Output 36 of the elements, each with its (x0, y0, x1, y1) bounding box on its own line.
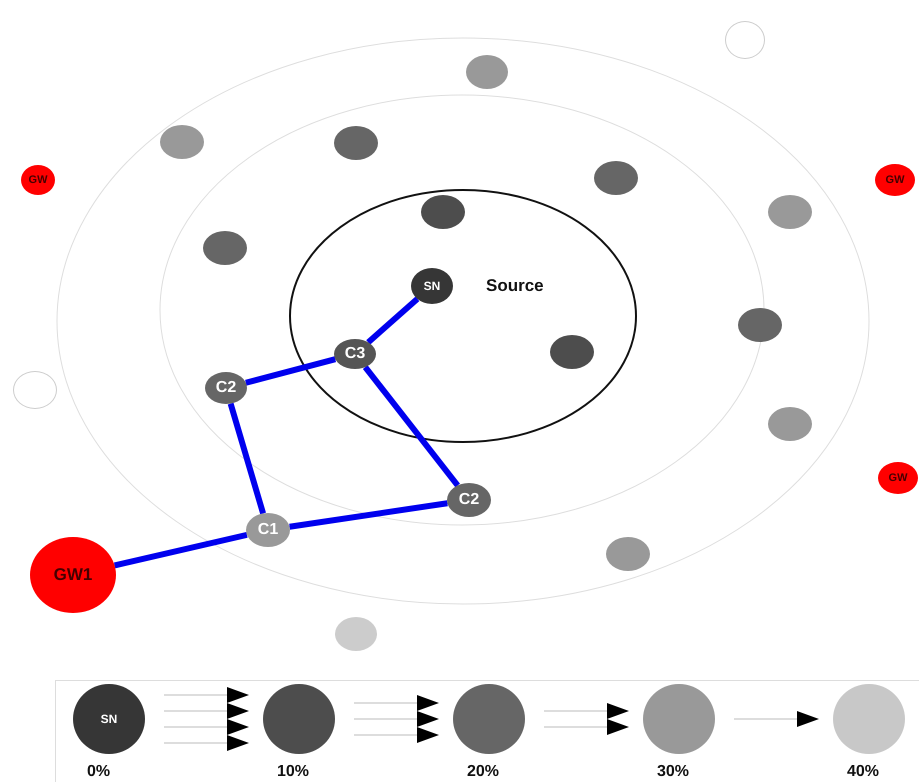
sensor-node-circle (768, 195, 812, 229)
sensor-node-circle (606, 537, 650, 571)
node-caption: Source (486, 276, 544, 296)
sensor-node-circle (203, 231, 247, 265)
link-line (114, 532, 248, 568)
legend-label: 10% (277, 763, 310, 781)
sensor-node-circle (421, 195, 465, 229)
gateway-node: GW (878, 462, 918, 494)
empty-node-circle (725, 21, 765, 59)
sensor-node-circle (160, 125, 204, 159)
legend-swatch: SN (73, 684, 145, 754)
link-line (362, 365, 460, 488)
cluster-node: C3 (334, 339, 376, 369)
legend-label: 40% (847, 763, 880, 781)
legend-label: 30% (657, 763, 690, 781)
gateway-node: GW (875, 164, 915, 196)
gateway-node: GW1 (30, 537, 116, 613)
source-node: SN (411, 268, 453, 304)
sensor-node-circle (335, 617, 377, 651)
sensor-node-circle (738, 308, 782, 342)
link-line (228, 402, 266, 514)
sensor-node-circle (334, 126, 378, 160)
cluster-node: C1 (246, 513, 290, 547)
cluster-node: C2 (447, 483, 491, 517)
legend-label: 20% (467, 763, 500, 781)
link-line (366, 296, 420, 345)
gateway-node: GW (21, 165, 55, 195)
sensor-node-circle (768, 407, 812, 441)
cluster-node: C2 (205, 372, 247, 404)
legend-label: 0% (87, 763, 110, 781)
link-line (245, 356, 336, 386)
sensor-node-circle (466, 55, 508, 89)
sensor-node-circle (594, 161, 638, 195)
sensor-node-circle (550, 335, 594, 369)
empty-node-circle (13, 371, 57, 409)
link-line (289, 500, 448, 530)
